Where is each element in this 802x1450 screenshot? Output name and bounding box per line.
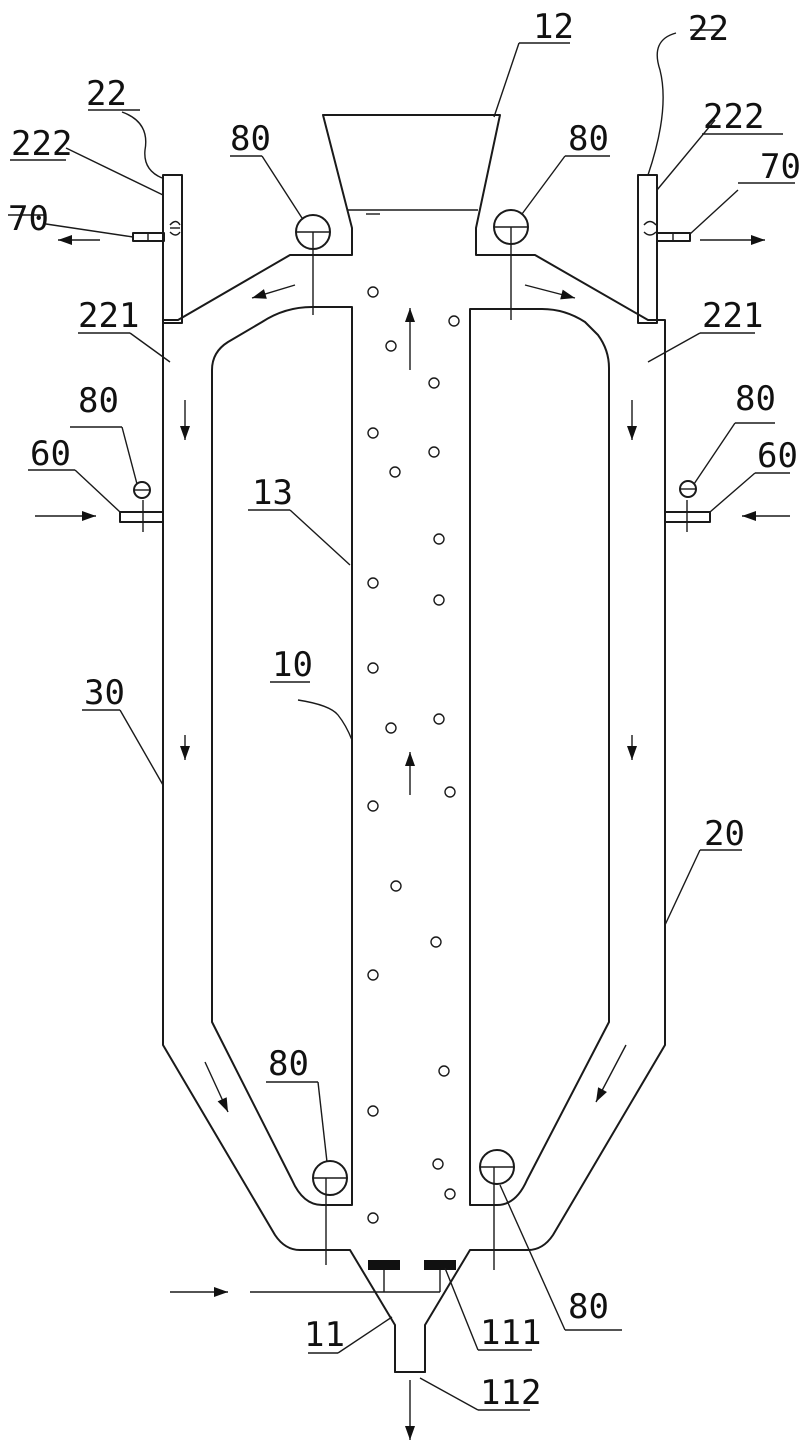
flow-arrow <box>524 284 576 300</box>
label-hopper: 12 <box>533 7 574 47</box>
labels: 12 22 222 70 221 80 60 80 80 22 222 70 2… <box>8 7 801 1413</box>
flow-arrow <box>405 308 415 370</box>
flow-arrows <box>35 235 790 1440</box>
nozzle-group <box>250 1260 456 1293</box>
flow-arrow <box>742 511 790 521</box>
valve-bottom-left <box>312 1160 348 1265</box>
label-valve-mid-right: 80 <box>735 379 776 419</box>
bubble <box>385 340 397 352</box>
bubble <box>428 446 440 458</box>
label-left-riser: 221 <box>78 296 139 336</box>
bubble <box>367 577 379 589</box>
flow-arrow <box>170 1287 228 1297</box>
valve-mid-right <box>679 480 697 498</box>
flow-arrow <box>204 1061 229 1113</box>
inlet-right <box>664 500 711 532</box>
label-left-pipe: 22 <box>86 74 127 114</box>
valve-top-left <box>295 214 331 315</box>
flow-arrow <box>58 235 100 245</box>
label-reactor: 10 <box>272 645 313 685</box>
pipe-right <box>637 174 658 324</box>
bubbles <box>367 286 460 1224</box>
label-valve-top-left: 80 <box>230 119 271 159</box>
bubble <box>367 1212 379 1224</box>
flow-arrow <box>405 752 415 795</box>
flow-arrow <box>627 400 637 440</box>
valve-bottom-right <box>479 1149 515 1270</box>
outer-shell <box>162 239 666 1373</box>
label-right-jacket: 20 <box>704 814 745 854</box>
label-right-inlet: 60 <box>757 436 798 476</box>
inner-wall-right <box>469 308 610 1206</box>
label-left-top-cap: 222 <box>11 124 72 164</box>
label-left-jacket: 30 <box>84 673 125 713</box>
flow-arrow <box>35 511 96 521</box>
pipe-left <box>162 174 183 324</box>
label-bottom-cone: 11 <box>304 1315 345 1355</box>
bubble <box>433 594 445 606</box>
flow-arrow <box>595 1044 627 1103</box>
bubble <box>444 1188 456 1200</box>
bubble <box>432 1158 444 1170</box>
flow-arrow <box>405 1380 415 1440</box>
flow-arrow <box>180 735 190 760</box>
feed-hopper <box>322 114 501 241</box>
bubble <box>367 969 379 981</box>
bubble <box>448 315 460 327</box>
label-right-riser: 221 <box>702 296 763 336</box>
bubble <box>444 786 456 798</box>
bubble <box>428 377 440 389</box>
leader-lines <box>8 29 795 1411</box>
valve-mid-left <box>133 481 151 499</box>
flow-arrow <box>180 400 190 440</box>
inlet-left <box>119 500 164 532</box>
label-valve-bottom-left: 80 <box>268 1044 309 1084</box>
label-inner-wall: 13 <box>252 473 293 513</box>
flow-arrow <box>700 235 765 245</box>
label-drain: 112 <box>480 1373 541 1413</box>
label-right-outlet: 70 <box>760 147 801 187</box>
bubble <box>367 286 379 298</box>
bubble <box>367 1105 379 1117</box>
label-nozzle: 111 <box>480 1313 541 1353</box>
bubble <box>438 1065 450 1077</box>
flow-arrow <box>251 284 296 299</box>
flow-arrow <box>627 735 637 760</box>
label-valve-bottom-right: 80 <box>568 1287 609 1327</box>
bubble <box>390 880 402 892</box>
label-left-outlet: 70 <box>8 199 49 239</box>
bubble <box>433 533 445 545</box>
outlet-right <box>656 232 691 242</box>
bubble <box>367 427 379 439</box>
bubble <box>389 466 401 478</box>
bubble <box>367 662 379 674</box>
bubble <box>430 936 442 948</box>
outlet-left <box>132 232 165 242</box>
bubble <box>433 713 445 725</box>
label-valve-top-right: 80 <box>568 119 609 159</box>
inner-wall-left <box>211 306 353 1206</box>
bubble <box>385 722 397 734</box>
label-right-top-cap: 222 <box>703 97 764 137</box>
label-right-pipe: 22 <box>688 9 729 49</box>
label-valve-mid-left: 80 <box>78 381 119 421</box>
valve-top-right <box>493 209 529 320</box>
bubble <box>367 800 379 812</box>
label-left-inlet: 60 <box>30 434 71 474</box>
